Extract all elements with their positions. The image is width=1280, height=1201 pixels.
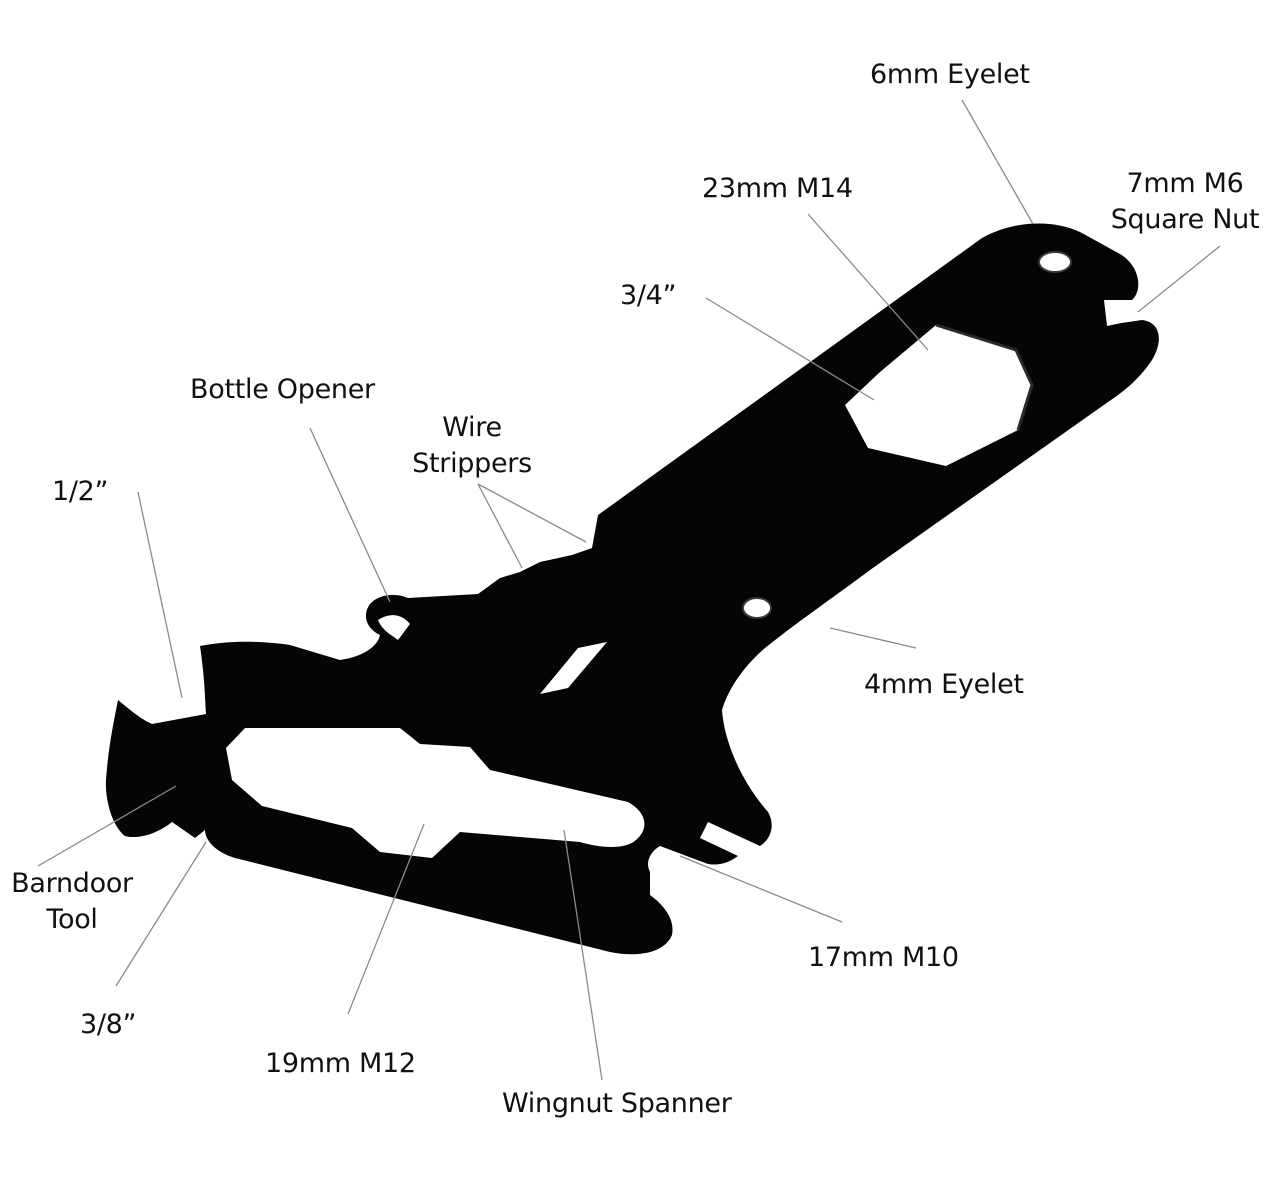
- bottle-opener-notch: [378, 615, 410, 640]
- hex-23mm-opening: [845, 325, 1032, 466]
- label-wingnut-spanner: Wingnut Spanner: [502, 1088, 732, 1119]
- leader-bottle-opener: [309, 427, 391, 603]
- wrench-tool: [105, 223, 1159, 955]
- label-1-2-inch: 1/2”: [52, 476, 109, 507]
- eyelet-4mm-edge: [742, 597, 772, 619]
- label-7mm-m6-line1: 7mm M6: [1126, 168, 1244, 199]
- wingnut-slot-opening: [226, 728, 645, 858]
- leader-wingnut: [563, 829, 603, 1081]
- eyelet-6mm-hole: [1039, 252, 1071, 272]
- label-wire-strippers: Wire Strippers: [402, 410, 542, 482]
- eyelet-4mm-hole: [743, 598, 771, 618]
- leader-1-2: [137, 491, 183, 699]
- label-3-8-inch: 3/8”: [80, 1009, 137, 1040]
- hex-23mm-bevel: [935, 323, 1034, 431]
- diamond-opening: [540, 642, 607, 694]
- label-23mm-m14: 23mm M14: [702, 173, 853, 204]
- label-4mm-eyelet: 4mm Eyelet: [864, 669, 1024, 700]
- label-7mm-m6-square-nut: 7mm M6 Square Nut: [1102, 166, 1268, 238]
- leader-19mm-m12: [347, 823, 425, 1015]
- leader-4mm-eyelet: [829, 627, 917, 649]
- leader-7mm-m6: [1137, 245, 1221, 313]
- label-wire-strippers-line1: Wire: [442, 412, 502, 443]
- label-17mm-m10: 17mm M10: [808, 942, 959, 973]
- leader-3-8: [115, 841, 207, 987]
- label-barndoor-line2: Tool: [46, 904, 98, 935]
- label-barndoor-line1: Barndoor: [11, 868, 133, 899]
- square-nut-slot: [1104, 300, 1132, 326]
- label-6mm-eyelet: 6mm Eyelet: [870, 59, 1030, 90]
- eyelet-6mm-edge: [1038, 251, 1072, 273]
- tool-body: [105, 223, 1159, 955]
- leader-barndoor: [37, 785, 177, 867]
- leader-6mm-eyelet: [961, 99, 1034, 225]
- label-19mm-m12: 19mm M12: [265, 1048, 416, 1079]
- label-7mm-m6-line2: Square Nut: [1110, 204, 1260, 235]
- label-wire-strippers-line2: Strippers: [412, 448, 532, 479]
- leader-wire-strippers-2: [477, 483, 587, 543]
- label-bottle-opener: Bottle Opener: [190, 374, 375, 405]
- label-barndoor-tool: Barndoor Tool: [2, 866, 142, 938]
- leader-wire-strippers-1: [477, 483, 523, 569]
- leader-3-4: [705, 297, 875, 401]
- label-3-4-inch: 3/4”: [620, 280, 677, 311]
- leader-17mm-m10: [679, 855, 843, 923]
- leader-23mm-m14: [807, 213, 929, 351]
- leader-lines: [37, 99, 1221, 1081]
